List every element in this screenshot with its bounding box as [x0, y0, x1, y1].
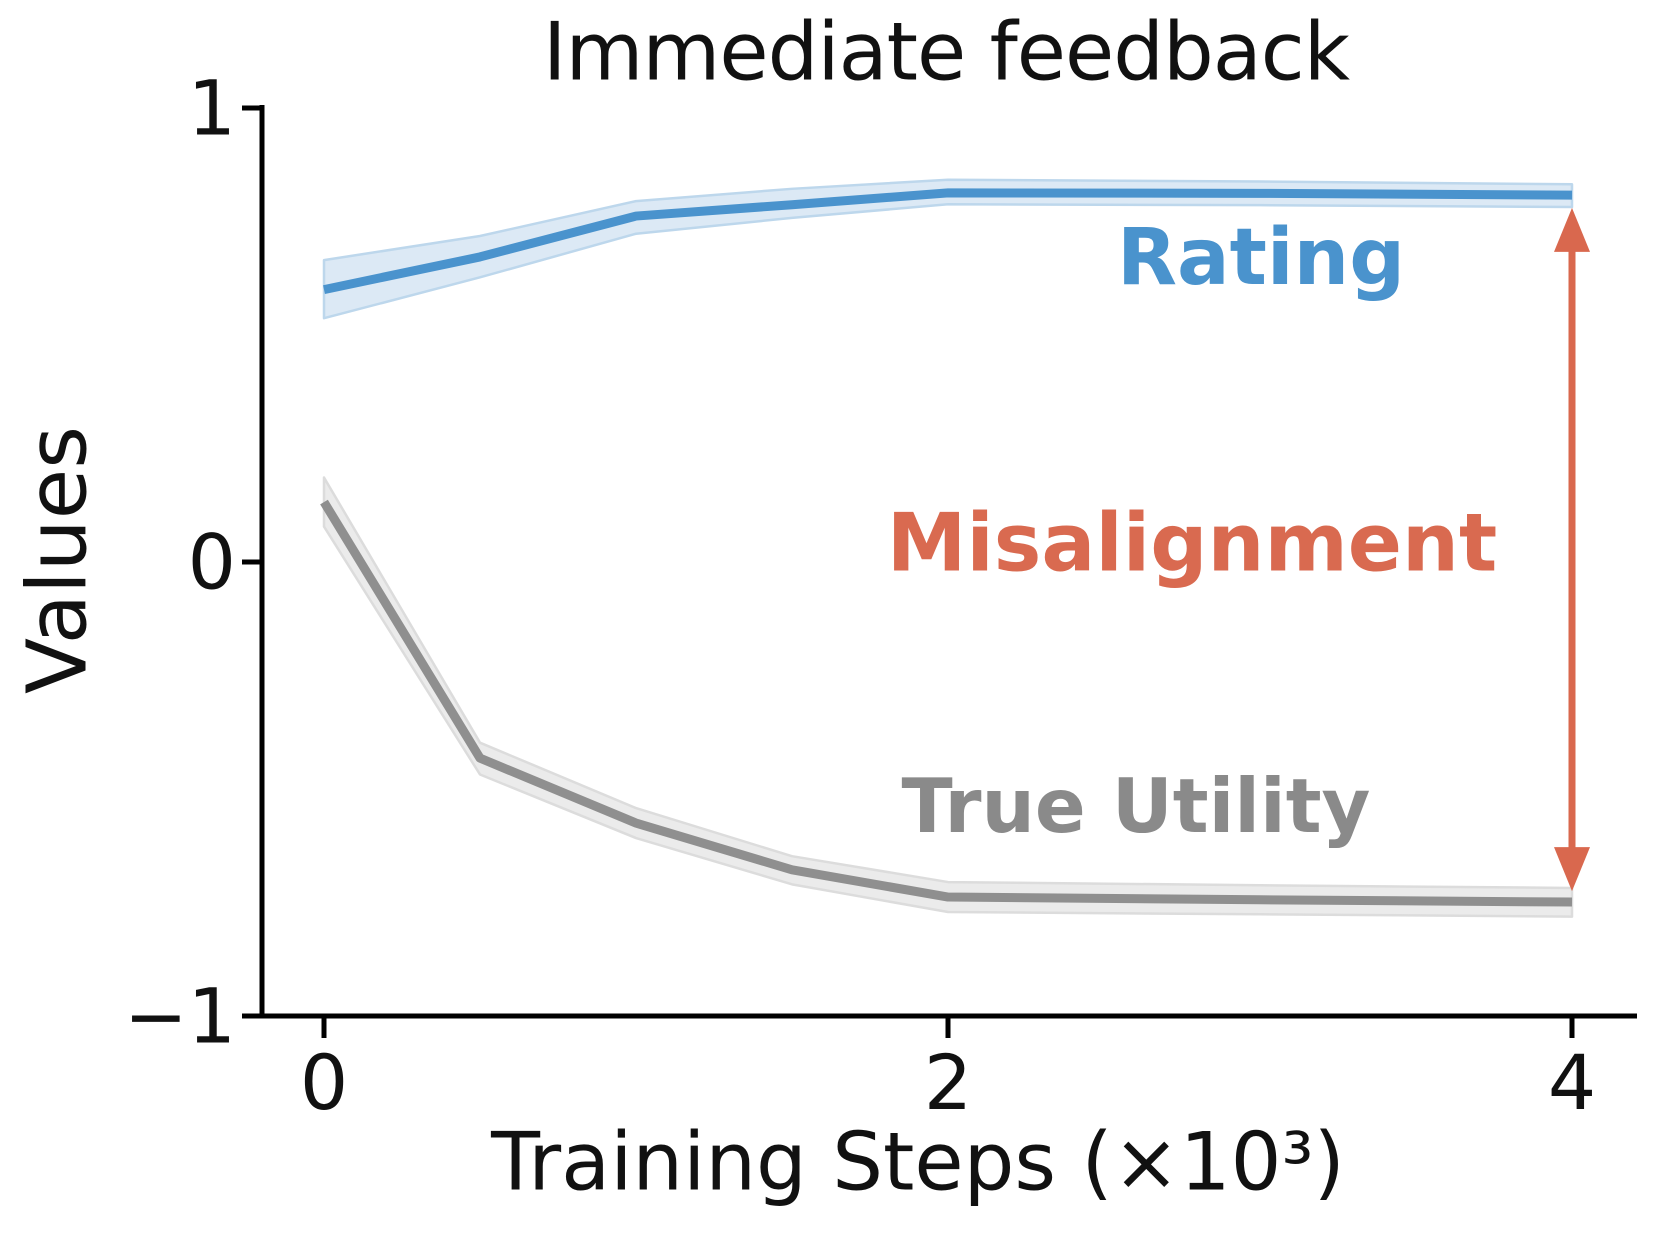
true-utility-confidence-band	[322, 476, 1574, 918]
y-tick-label-neg1: −1	[123, 971, 236, 1061]
y-axis-label: Values	[10, 426, 106, 694]
x-tick-label-2: 2	[923, 1038, 973, 1127]
y-tick-label-1: 1	[187, 63, 236, 153]
chart-title: Immediate feedback	[542, 5, 1350, 99]
x-axis-label: Training Steps (×10³)	[491, 1115, 1345, 1209]
true-utility-line	[320, 499, 1573, 907]
misalignment-annotation-label: Misalignment	[886, 496, 1498, 590]
misalignment-arrow-head-up	[1554, 207, 1590, 252]
rating-line	[323, 188, 1573, 295]
y-tick-label-0: 0	[187, 517, 236, 607]
x-tick-label-4: 4	[1547, 1038, 1597, 1127]
x-tick-label-0: 0	[299, 1038, 349, 1127]
true-utility-series-label: True Utility	[901, 762, 1371, 850]
misalignment-arrow-head-down	[1554, 847, 1590, 892]
rating-series-label: Rating	[1116, 213, 1406, 303]
